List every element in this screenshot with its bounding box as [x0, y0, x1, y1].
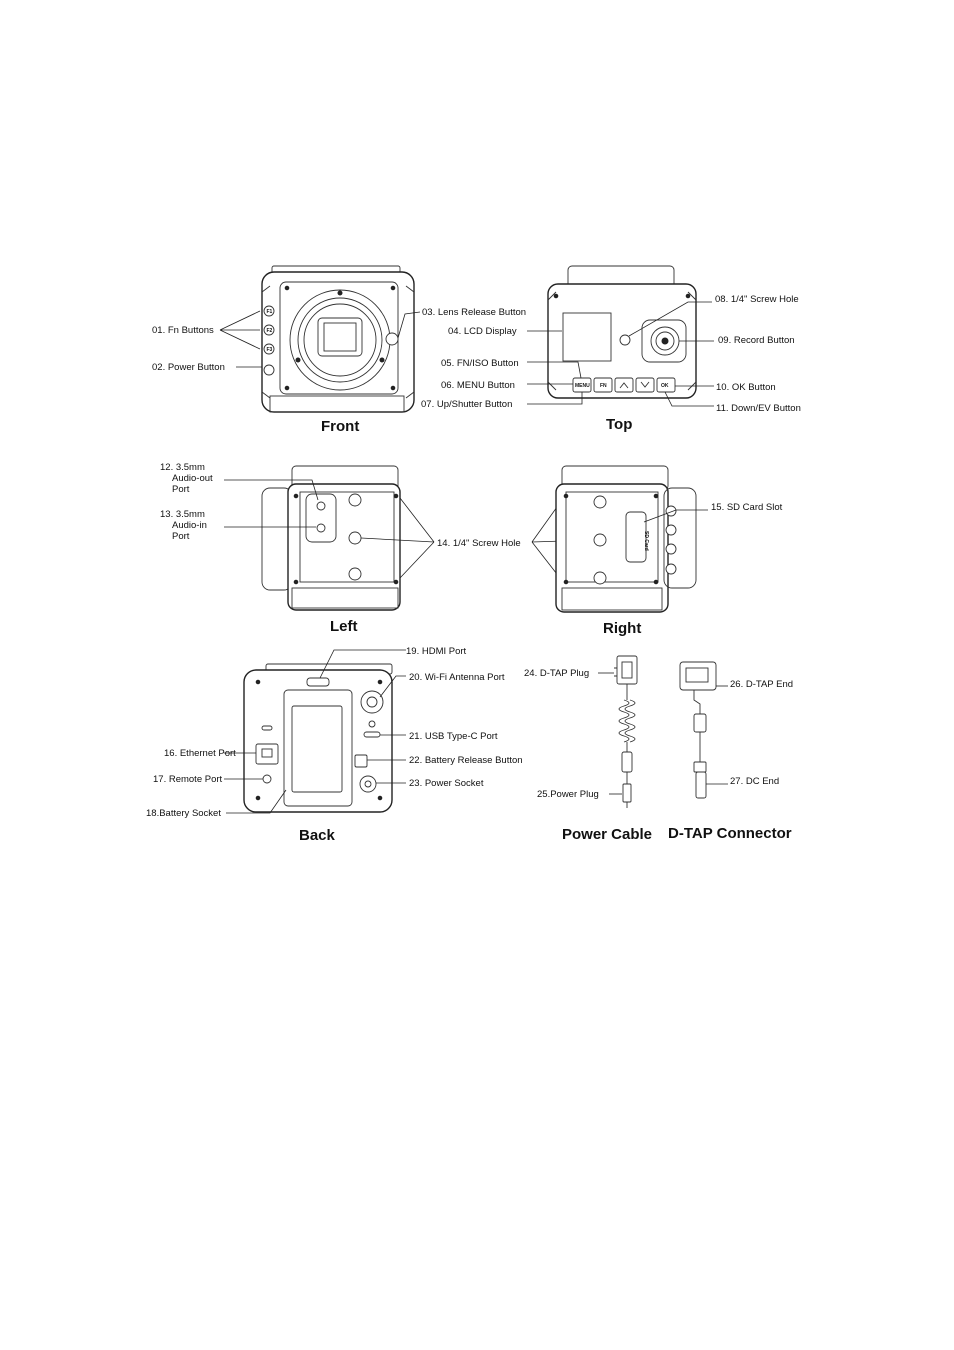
caption-top: Top — [606, 416, 632, 433]
label-sd-card-slot: 15. SD Card Slot — [711, 502, 783, 513]
label-power-socket: 23. Power Socket — [409, 778, 484, 789]
label-lens-release: 03. Lens Release Button — [422, 307, 526, 318]
lcd-display — [562, 312, 612, 362]
caption-dtap-connector: D-TAP Connector — [668, 825, 792, 842]
label-dc-end: 27. DC End — [730, 776, 779, 787]
label-dtap-plug: 24. D-TAP Plug — [524, 668, 589, 679]
dtap-end — [679, 661, 717, 691]
label-ok-button: 10. OK Button — [716, 382, 776, 393]
label-top-screw: 08. 1/4" Screw Hole — [715, 294, 799, 305]
label-audio-out: 12. 3.5mm Audio-out Port — [160, 462, 213, 495]
dc-end — [695, 771, 707, 799]
ok-marking: OK — [661, 383, 669, 389]
fn-marking: FN — [600, 383, 607, 389]
power-plug — [622, 783, 632, 803]
label-battery-release: 22. Battery Release Button — [409, 755, 523, 766]
front-view: F1 F2 F3 — [261, 265, 415, 413]
lens-release-button — [385, 332, 399, 346]
label-audio-in: 13. 3.5mm Audio-in Port — [160, 509, 207, 542]
caption-back: Back — [299, 827, 336, 844]
battery-release-button — [354, 754, 368, 768]
dtap-connector — [679, 661, 717, 799]
audio-out-port — [316, 501, 326, 511]
fn2-marking: F2 — [267, 328, 273, 334]
caption-power-cable: Power Cable — [562, 826, 652, 843]
svg-text:Audio-in: Audio-in — [172, 520, 207, 531]
label-down-ev: 11. Down/EV Button — [716, 403, 801, 414]
label-menu-button: 06. MENU Button — [441, 380, 515, 391]
label-lcd-display: 04. LCD Display — [448, 326, 517, 337]
svg-text:12. 3.5mm: 12. 3.5mm — [160, 462, 205, 473]
svg-text:13. 3.5mm: 13. 3.5mm — [160, 509, 205, 520]
top-view: MENU FN OK — [547, 265, 697, 399]
right-view: SD Card — [555, 465, 697, 613]
usb-c-port — [363, 731, 381, 738]
sd-marking: SD Card — [643, 531, 649, 551]
label-wifi-antenna: 20. Wi-Fi Antenna Port — [409, 672, 505, 683]
menu-marking: MENU — [575, 383, 590, 389]
svg-text:Audio-out: Audio-out — [172, 473, 213, 484]
label-up-shutter: 07. Up/Shutter Button — [421, 399, 512, 410]
label-dtap-end: 26. D-TAP End — [730, 679, 793, 690]
label-battery-socket: 18.Battery Socket — [146, 808, 221, 819]
label-fn-iso: 05. FN/ISO Button — [441, 358, 519, 369]
caption-right: Right — [603, 620, 641, 637]
power-cable — [614, 655, 638, 808]
back-view — [243, 663, 393, 813]
svg-text:Port: Port — [172, 531, 190, 542]
battery-socket — [291, 705, 343, 793]
sd-card-slot — [625, 511, 647, 563]
label-remote-port: 17. Remote Port — [153, 774, 223, 785]
label-ethernet-port: 16. Ethernet Port — [164, 748, 236, 759]
image-sensor — [317, 317, 363, 357]
audio-ports-panel — [305, 493, 337, 543]
label-power-plug: 25.Power Plug — [537, 789, 599, 800]
remote-port — [262, 774, 272, 784]
svg-text:Port: Port — [172, 484, 190, 495]
top-screw-hole — [619, 334, 631, 346]
label-usb-c: 21. USB Type-C Port — [409, 731, 498, 742]
fn1-marking: F1 — [267, 309, 273, 315]
dtap-plug — [616, 655, 638, 685]
hdmi-port — [306, 677, 330, 687]
label-hdmi-port: 19. HDMI Port — [406, 646, 467, 657]
label-record-button: 09. Record Button — [718, 335, 795, 346]
caption-front: Front — [321, 418, 359, 435]
label-fn-buttons: 01. Fn Buttons — [152, 325, 214, 336]
fn3-marking: F3 — [267, 347, 273, 353]
ethernet-port — [255, 743, 279, 765]
label-side-screw-holes: 14. 1/4" Screw Hole — [437, 538, 521, 549]
label-power-button: 02. Power Button — [152, 362, 225, 373]
left-view — [261, 465, 401, 611]
audio-in-port — [316, 523, 326, 533]
power-socket — [359, 775, 377, 793]
caption-left: Left — [330, 618, 358, 635]
wifi-antenna-port — [360, 690, 384, 714]
